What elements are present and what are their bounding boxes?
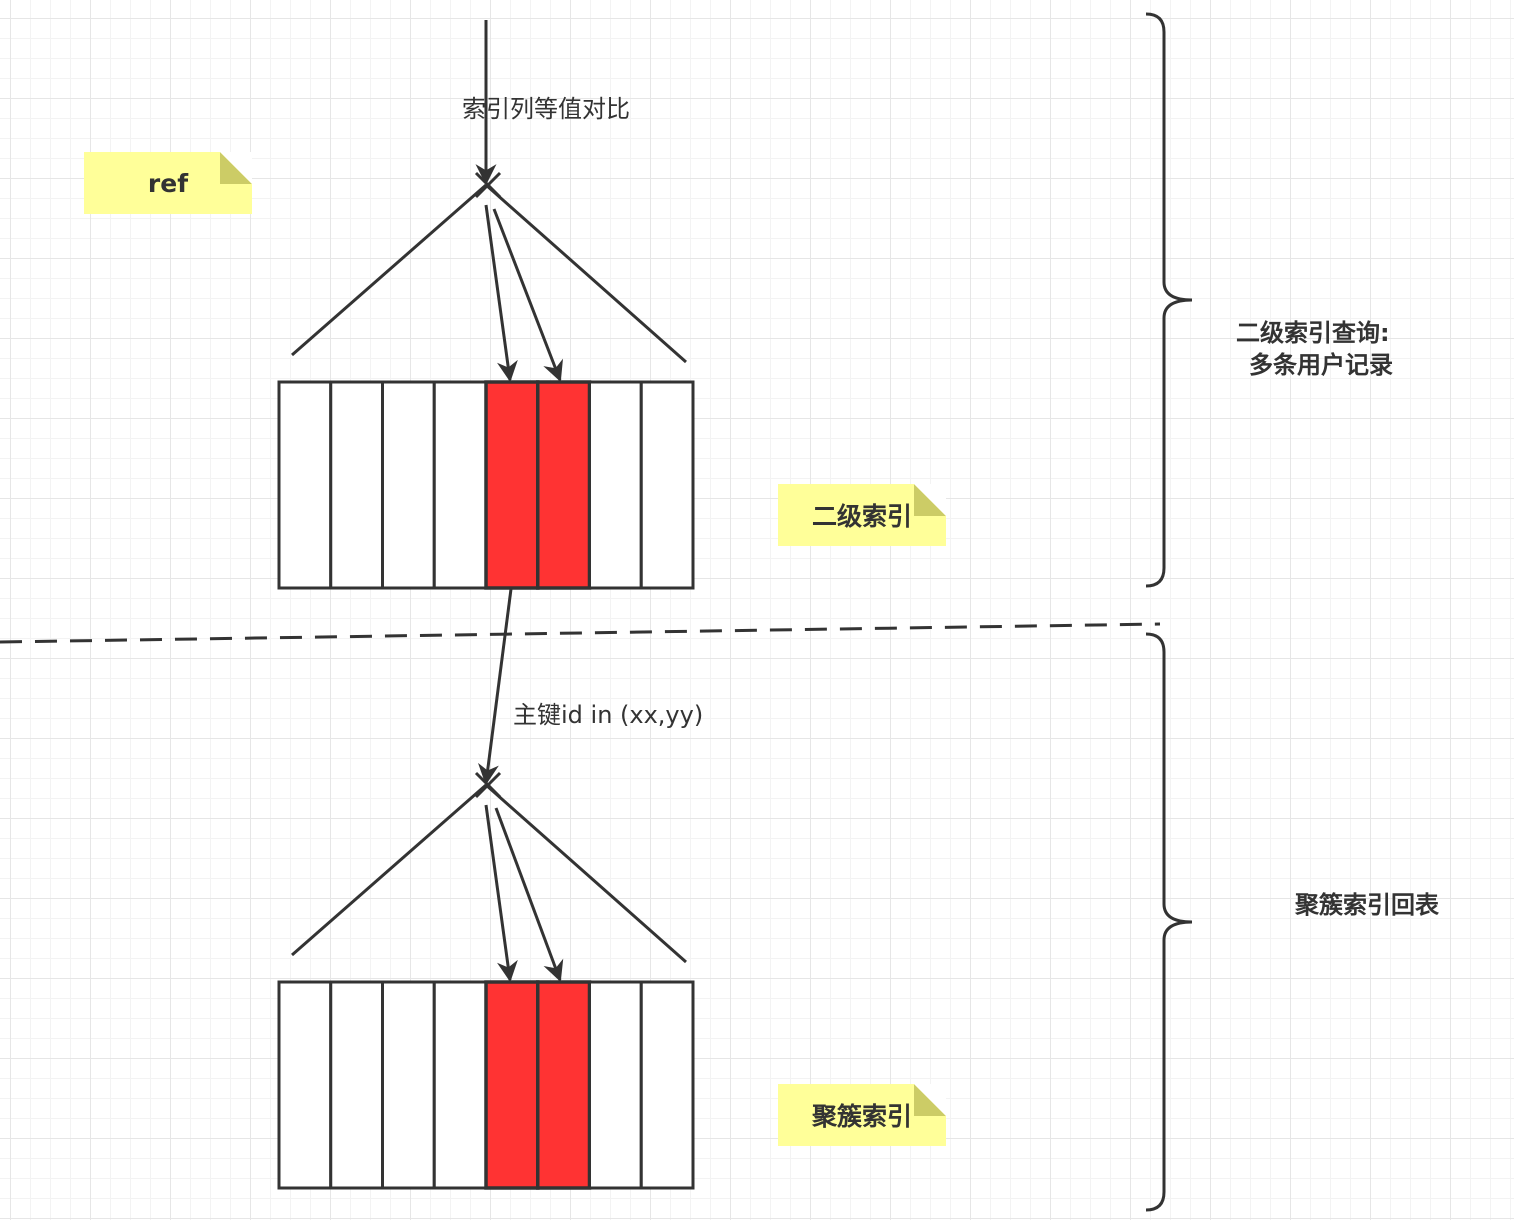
index-cell bbox=[588, 380, 643, 590]
label-pk-in: 主键id in (xx,yy) bbox=[513, 701, 704, 729]
index-cell bbox=[329, 380, 384, 590]
label-secondary-query-line2: 多条用户记录 bbox=[1249, 351, 1393, 379]
note-fold-icon bbox=[220, 152, 252, 184]
clustered-index-block bbox=[277, 980, 695, 1190]
clustered-index-tree bbox=[291, 771, 687, 983]
label-equality-compare: 索引列等值对比 bbox=[462, 95, 630, 123]
brace-clustered-back bbox=[1145, 632, 1193, 1212]
label-secondary-query-line1: 二级索引查询: bbox=[1236, 319, 1390, 347]
index-cell-highlighted bbox=[536, 980, 592, 1190]
index-cell bbox=[277, 380, 333, 590]
secondary-index-tree bbox=[291, 171, 687, 383]
index-cell bbox=[639, 980, 695, 1190]
index-cell-highlighted bbox=[536, 380, 592, 590]
index-cell bbox=[381, 980, 436, 1190]
index-cell-highlighted bbox=[484, 380, 540, 590]
note-secondary-index: 二级索引 bbox=[778, 484, 946, 546]
index-cell bbox=[432, 980, 488, 1190]
index-cell bbox=[588, 980, 643, 1190]
note-secondary-index-text: 二级索引 bbox=[811, 502, 912, 531]
brace-secondary-query bbox=[1145, 12, 1193, 588]
index-cell-highlighted bbox=[484, 980, 540, 1190]
index-cell bbox=[329, 980, 384, 1190]
note-fold-icon bbox=[914, 484, 946, 516]
index-cell bbox=[639, 380, 695, 590]
note-ref-text: ref bbox=[147, 168, 189, 198]
note-fold-icon bbox=[914, 1084, 946, 1116]
note-clustered-index: 聚簇索引 bbox=[778, 1084, 946, 1146]
back-to-table-arrow bbox=[478, 588, 513, 786]
note-ref: ref bbox=[84, 152, 252, 214]
label-clustered-back: 聚簇索引回表 bbox=[1295, 891, 1439, 919]
index-cell bbox=[432, 380, 488, 590]
index-cell bbox=[277, 980, 333, 1190]
note-clustered-index-text: 聚簇索引 bbox=[811, 1102, 912, 1131]
divider-dashed-line bbox=[0, 622, 1161, 644]
secondary-index-block bbox=[277, 380, 695, 590]
index-cell bbox=[381, 380, 436, 590]
